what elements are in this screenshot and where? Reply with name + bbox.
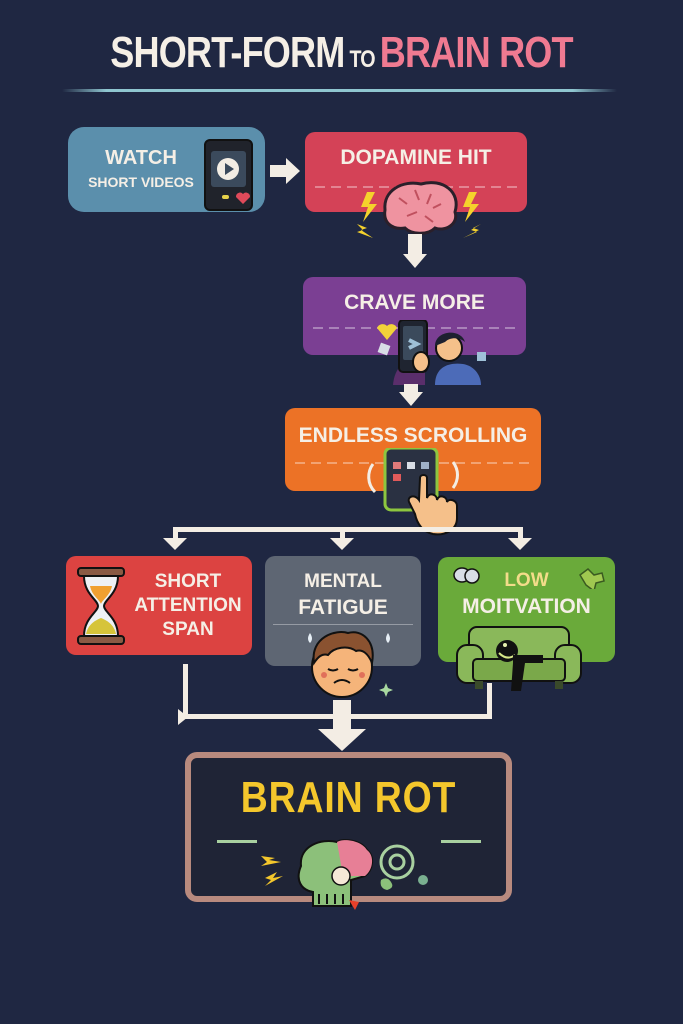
divider bbox=[441, 840, 481, 843]
hourglass-icon bbox=[76, 566, 126, 646]
hand-scroll-icon bbox=[365, 446, 465, 536]
step-label-line1: WATCH bbox=[105, 147, 177, 169]
tired-face-icon bbox=[300, 623, 400, 701]
snack-icon bbox=[578, 567, 606, 593]
effect-label-line: LOW bbox=[504, 570, 549, 591]
branch-stem bbox=[340, 527, 345, 539]
effect-label-line: SHORT bbox=[154, 571, 222, 592]
flow-arrow bbox=[270, 165, 286, 177]
merge-stem-right bbox=[487, 683, 492, 714]
step-watch-short-videos: WATCH SHORT VIDEOS bbox=[68, 127, 265, 212]
effect-short-attention-span: SHORT ATTENTION SPAN bbox=[66, 556, 252, 655]
divider bbox=[273, 624, 413, 625]
effect-label-line: MOITVATION bbox=[462, 595, 591, 618]
title-connector: TO bbox=[349, 46, 375, 73]
effect-label-line: SPAN bbox=[162, 619, 214, 640]
merge-stem-center bbox=[333, 700, 351, 730]
step-label: CRAVE MORE bbox=[344, 291, 485, 314]
step-label: DOPAMINE HIT bbox=[340, 146, 492, 169]
outcome-label: BRAIN ROT bbox=[240, 773, 457, 822]
effect-label-line: MENTAL bbox=[304, 571, 382, 592]
title-underline bbox=[62, 89, 617, 92]
phone-play-icon bbox=[204, 139, 253, 211]
branch-arrowhead-center bbox=[330, 538, 354, 550]
branch-line bbox=[173, 527, 523, 532]
effect-label-line: FATIGUE bbox=[298, 596, 388, 619]
merge-arrowhead-left bbox=[178, 709, 188, 725]
merge-arrowhead-center bbox=[318, 729, 366, 751]
step-label: ENDLESS SCROLLING bbox=[298, 424, 528, 447]
effect-label-line: ATTENTION bbox=[134, 595, 242, 616]
title-part2: BRAIN ROT bbox=[379, 28, 574, 77]
effect-low-motivation: LOW MOITVATION bbox=[438, 557, 615, 662]
flow-arrow bbox=[408, 234, 422, 254]
gamepad-icon bbox=[452, 565, 480, 585]
flow-arrowhead bbox=[286, 158, 300, 184]
divider bbox=[217, 840, 257, 843]
branch-stem bbox=[518, 527, 523, 539]
flow-arrowhead bbox=[399, 392, 423, 406]
flow-arrow bbox=[404, 384, 418, 392]
zombie-brain-icon bbox=[251, 836, 451, 916]
branch-arrowhead-left bbox=[163, 538, 187, 550]
flow-arrowhead bbox=[403, 254, 427, 268]
couch-icon bbox=[455, 623, 585, 693]
step-label-line2: SHORT VIDEOS bbox=[88, 174, 194, 190]
merge-stem-left bbox=[183, 664, 188, 714]
outcome-brain-rot: BRAIN ROT bbox=[185, 752, 512, 910]
branch-stem bbox=[173, 527, 178, 539]
title-part1: SHORT-FORM bbox=[110, 28, 345, 77]
brain-icon bbox=[355, 172, 485, 242]
branch-arrowhead-right bbox=[508, 538, 532, 550]
person-phone-icon bbox=[365, 319, 490, 385]
